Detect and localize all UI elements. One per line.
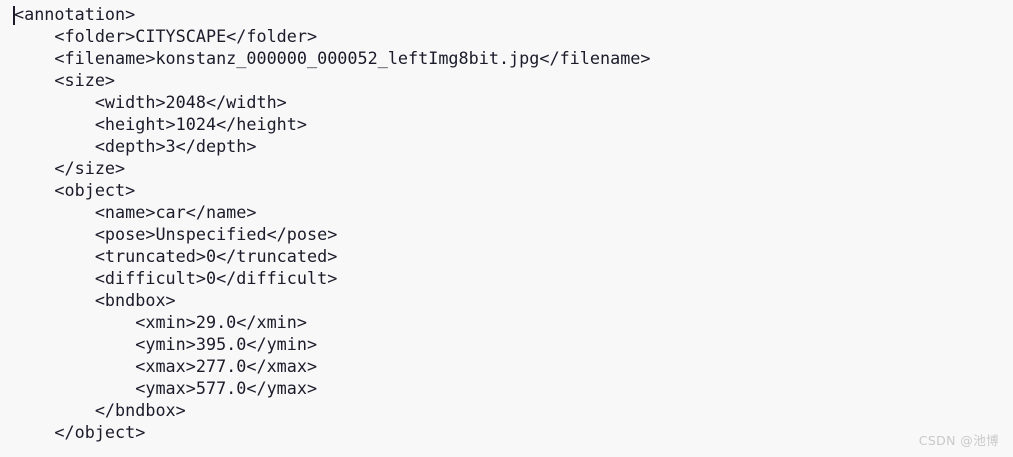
code-line: <size> [14, 70, 116, 90]
code-line: <object> [14, 180, 136, 200]
code-line: <folder>CITYSCAPE</folder> [14, 26, 318, 46]
csdn-watermark: CSDN @池博 [918, 433, 999, 448]
code-line: <truncated>0</truncated> [14, 246, 338, 266]
code-line: <height>1024</height> [14, 114, 307, 134]
code-line: <width>2048</width> [14, 92, 287, 112]
code-line: <name>car</name> [14, 202, 257, 222]
code-line: <xmax>277.0</xmax> [14, 356, 318, 376]
code-line: <pose>Unspecified</pose> [14, 224, 338, 244]
code-line: <filename>konstanz_000000_000052_leftImg… [14, 48, 651, 68]
code-line: <ymax>577.0</ymax> [14, 378, 318, 398]
code-line: <difficult>0</difficult> [14, 268, 338, 288]
code-line: </size> [14, 158, 126, 178]
code-line: <depth>3</depth> [14, 136, 257, 156]
code-line: </object> [14, 422, 146, 442]
code-line: <xmin>29.0</xmin> [14, 312, 307, 332]
code-line: <ymin>395.0</ymin> [14, 334, 318, 354]
text-caret [13, 6, 15, 25]
code-line: <bndbox> [14, 290, 176, 310]
code-line: </bndbox> [14, 400, 186, 420]
code-line: <annotation> [14, 4, 136, 24]
